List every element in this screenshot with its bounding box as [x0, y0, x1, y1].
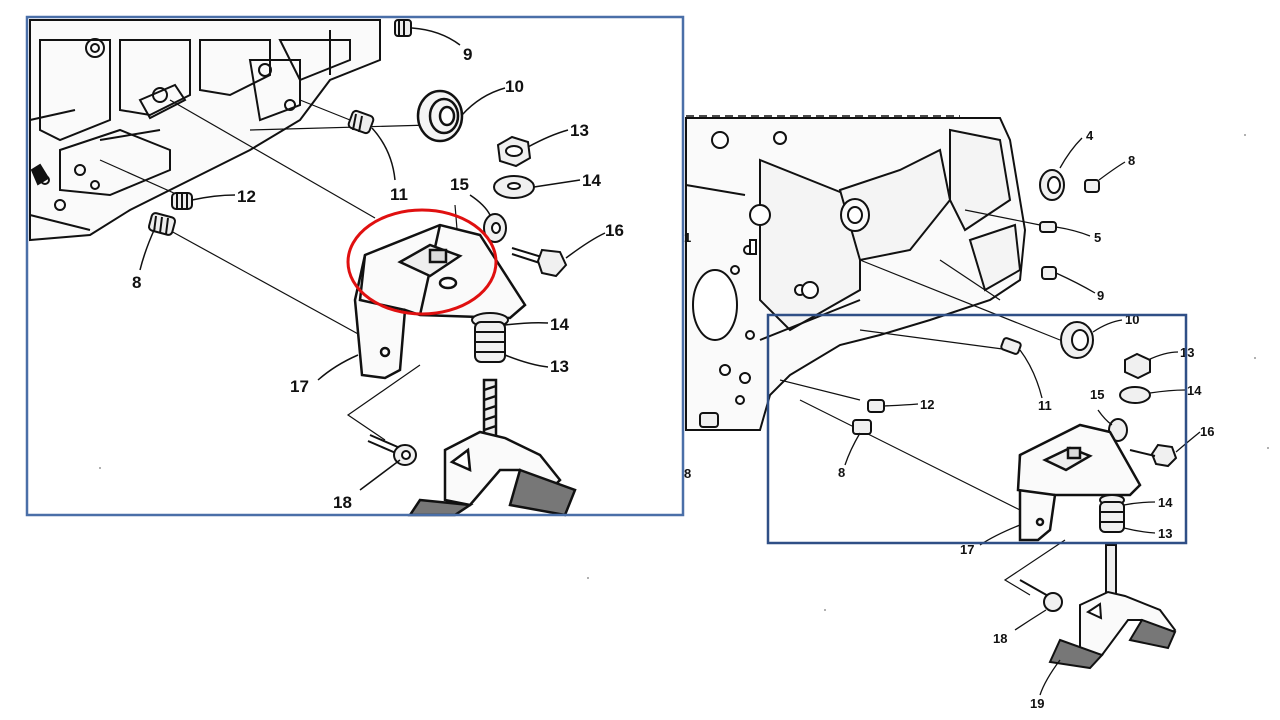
label-part-14-top: 14 [582, 171, 601, 190]
washer-part-14-top [493, 175, 535, 199]
overview-label-part-8-mid: 8 [838, 465, 845, 480]
plug-part-11 [347, 109, 375, 135]
callout-leaders-right [844, 137, 1201, 696]
overview-assembly-lines [779, 209, 1066, 596]
nut-part-13-top [496, 135, 532, 168]
overview-bracket-part-17 [1016, 423, 1142, 542]
overview-label-part-12: 12 [920, 397, 934, 412]
overview-label-part-16: 16 [1200, 424, 1214, 439]
callout-labels-left: 9 10 11 12 8 13 14 15 16 14 13 17 18 [132, 45, 624, 512]
spring-stack-parts-13-14 [471, 312, 509, 363]
overview-label-part-8-top: 8 [1128, 153, 1135, 168]
overview-label-part-17: 17 [960, 542, 974, 557]
label-part-15: 15 [450, 175, 469, 194]
overview-label-part-9: 9 [1097, 288, 1104, 303]
label-part-13-bottom: 13 [550, 357, 569, 376]
bolt-part-16 [511, 247, 568, 278]
label-part-9: 9 [463, 45, 472, 64]
overview-label-part-8-left: 8 [684, 466, 691, 481]
engine-block-fragment [29, 19, 381, 242]
callout-leaders-left [139, 27, 606, 491]
highlight-circle [346, 208, 498, 316]
overview-mount-foot [1048, 494, 1177, 670]
engine-mount-foot [407, 378, 577, 517]
overview-label-part-4: 4 [1086, 128, 1094, 143]
zoomed-detail-view: 9 10 11 12 8 13 14 15 16 14 13 17 18 [29, 19, 624, 517]
scan-specks [99, 134, 1269, 611]
spacer-part-15 [454, 204, 507, 266]
overview-label-part-18: 18 [993, 631, 1007, 646]
zoom-frame-right [766, 313, 1188, 545]
overview-label-part-14-top: 14 [1187, 383, 1202, 398]
label-part-17: 17 [290, 377, 309, 396]
label-part-11: 11 [390, 185, 408, 204]
plug-part-8 [147, 212, 177, 236]
overview-parts [699, 169, 1178, 612]
overview-label-part-19: 19 [1030, 696, 1044, 711]
overview-engine-block [685, 117, 1027, 431]
bracket-part-17 [353, 223, 527, 380]
bolt-part-18 [367, 434, 417, 466]
label-part-12: 12 [237, 187, 256, 206]
label-part-8: 8 [132, 273, 141, 292]
label-part-13-top: 13 [570, 121, 589, 140]
overview-label-part-1: 1 [684, 230, 691, 245]
plug-part-12 [171, 192, 193, 210]
label-part-10: 10 [505, 77, 524, 96]
overview-label-part-14-bottom: 14 [1158, 495, 1173, 510]
overview-diagram: 1 4 8 5 9 10 13 14 15 11 12 16 8 8 14 13… [684, 115, 1214, 711]
label-part-16: 16 [605, 221, 624, 240]
label-part-14-bottom: 14 [550, 315, 569, 334]
overview-label-part-13-bottom: 13 [1158, 526, 1172, 541]
seal-ring-part-10 [416, 89, 464, 143]
overview-label-part-11: 11 [1038, 398, 1052, 413]
zoom-frame-left [25, 15, 685, 517]
overview-label-part-15: 15 [1090, 387, 1104, 402]
overview-label-part-5: 5 [1094, 230, 1101, 245]
plug-part-9 [394, 19, 412, 37]
label-part-18: 18 [333, 493, 352, 512]
